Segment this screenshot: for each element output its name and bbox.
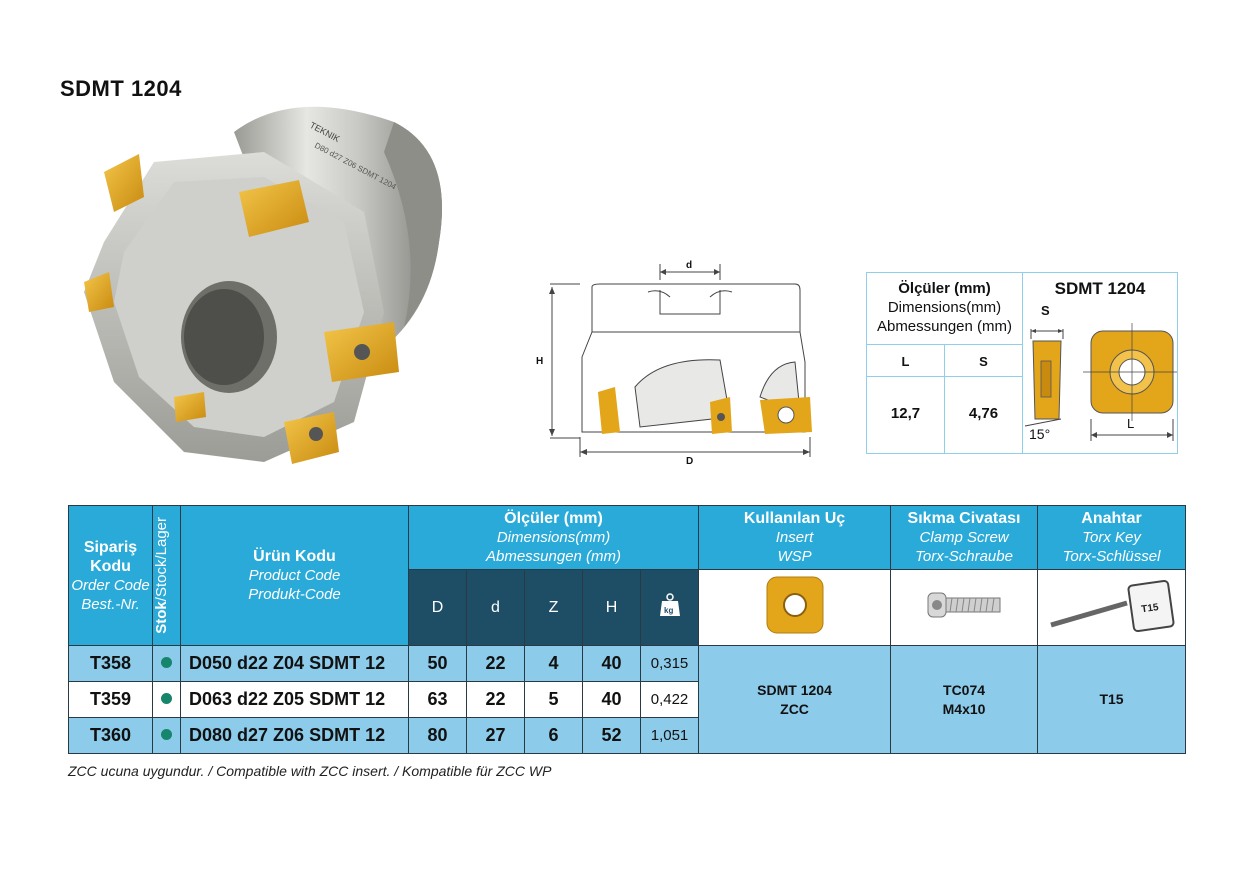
col-header-L: L [867,345,945,377]
order-code-en: Order Code [71,576,150,594]
sub-header-d: d [466,569,525,646]
insert-drawing: S 15° L [1024,303,1177,442]
screw-en: Clamp Screw [919,529,1009,546]
insert-value: SDMT 1204 ZCC [698,645,892,754]
product-code-en: Product Code [248,567,341,584]
stock-dot-icon [161,692,172,704]
dimensions-title-en: Dimensions(mm) [887,299,1002,316]
product-code-header: Ürün Kodu Product Code Produkt-Code [180,505,409,646]
product-code-de: Produkt-Code [248,586,341,603]
value-L: 12,7 [867,377,945,453]
dimensions-de: Abmessungen (mm) [485,548,622,565]
screw-icon [927,592,1001,618]
dimensions-tr: Ölçüler (mm) [504,510,603,527]
label-d: d [686,260,692,271]
screw-de: Torx-Schraube [915,548,1013,565]
row-product-code: D080 d27 Z06 SDMT 12 [180,717,409,754]
key-value: T15 [1037,645,1187,754]
stock-tr: Stok [153,601,170,634]
insert-en: Insert [775,529,814,546]
insert-value-1: SDMT 1204 [757,681,832,698]
row-Z: 4 [524,645,583,682]
stock-dot-icon [161,656,172,668]
torx-key-icon: T15 [1049,579,1175,633]
technical-drawing: d H D [536,260,812,467]
row-product-code: D063 d22 Z05 SDMT 12 [180,681,409,718]
stock-header: Stok/Stock/Lager [152,505,181,646]
insert-header: Kullanılan Uç Insert WSP [698,505,892,570]
label-H: H [536,356,543,367]
row-weight: 0,315 [639,645,700,682]
screw-value-1: TC074 [943,681,986,698]
key-tr: Anahtar [1081,510,1142,527]
row-weight: 1,051 [639,717,700,754]
row-H: 40 [582,681,641,718]
stock-indicator [152,681,181,718]
row-order-code: T359 [68,681,153,718]
label-L: L [1127,416,1134,431]
dimensions-en: Dimensions(mm) [496,529,611,546]
weight-header: kg [639,569,700,646]
row-product-code: D050 d22 Z04 SDMT 12 [180,645,409,682]
key-tag-label: T15 [1140,602,1159,615]
col-header-S: S [945,345,1023,377]
row-Z: 5 [524,681,583,718]
insert-image-cell [698,569,892,646]
dimensions-header: Ölçüler (mm) Dimensions(mm) Abmessungen … [867,273,1023,345]
screw-value-2: M4x10 [942,700,986,717]
row-weight: 0,422 [639,681,700,718]
stock-dot-icon [161,728,172,740]
sub-header-D: D [408,569,467,646]
weight-icon-label: kg [664,606,673,615]
key-de: Torx-Schlüssel [1062,548,1161,565]
label-D: D [686,456,693,467]
insert-title: SDMT 1204 [1054,279,1146,298]
table-row: T360 D080 d27 Z06 SDMT 12 80 27 6 52 1,0… [68,717,1186,754]
key-image-cell: T15 [1037,569,1187,646]
key-en: Torx Key [1082,529,1141,546]
order-code-header: Sipariş Kodu Order Code Best.-Nr. [68,505,153,646]
row-D: 80 [408,717,467,754]
insert-value-2: ZCC [780,700,809,717]
sub-header-H: H [582,569,641,646]
stock-indicator [152,717,181,754]
row-d: 27 [466,717,525,754]
stock-rest: /Stock/Lager [153,517,170,602]
row-D: 50 [408,645,467,682]
row-d: 22 [466,681,525,718]
row-d: 22 [466,645,525,682]
row-H: 52 [582,717,641,754]
label-angle: 15° [1029,426,1050,442]
order-code-tr: Sipariş Kodu [83,538,138,575]
stock-indicator [152,645,181,682]
row-order-code: T358 [68,645,153,682]
page-title: SDMT 1204 [60,76,182,101]
dimensions-title: Ölçüler (mm) [898,280,991,297]
table-row: T358 D050 d22 Z04 SDMT 12 50 22 4 40 0,3… [68,645,1187,754]
screw-value: TC074 M4x10 [890,645,1039,754]
order-code-de: Best.-Nr. [81,595,140,613]
insert-tr: Kullanılan Uç [743,510,846,527]
row-H: 40 [582,645,641,682]
row-order-code: T360 [68,717,153,754]
screw-image-cell [890,569,1039,646]
weight-icon: kg [659,593,680,616]
dimensions-title-de: Abmessungen (mm) [876,318,1013,335]
insert-dimensions-box: Ölçüler (mm) Dimensions(mm) Abmessungen … [866,272,1178,454]
row-D: 63 [408,681,467,718]
screw-tr: Sıkma Civatası [907,510,1021,527]
label-S: S [1041,303,1050,318]
row-Z: 6 [524,717,583,754]
screw-header: Sıkma Civatası Clamp Screw Torx-Schraube [890,505,1039,570]
sub-header-Z: Z [524,569,583,646]
insert-icon [766,576,824,634]
milling-cutter-image: TEKNIK D80 d27 Z06 SDMT 1204 [84,106,442,464]
value-S: 4,76 [945,377,1023,453]
product-code-tr: Ürün Kodu [253,548,336,565]
dimensions-header-main: Ölçüler (mm) Dimensions(mm) Abmessungen … [407,505,700,570]
key-header: Anahtar Torx Key Torx-Schlüssel [1037,505,1187,570]
compatibility-note: ZCC ucuna uygundur. / Compatible with ZC… [68,763,552,779]
product-table: Sipariş Kodu Order Code Best.-Nr. Stok/S… [68,505,1187,754]
insert-de: WSP [777,548,812,565]
